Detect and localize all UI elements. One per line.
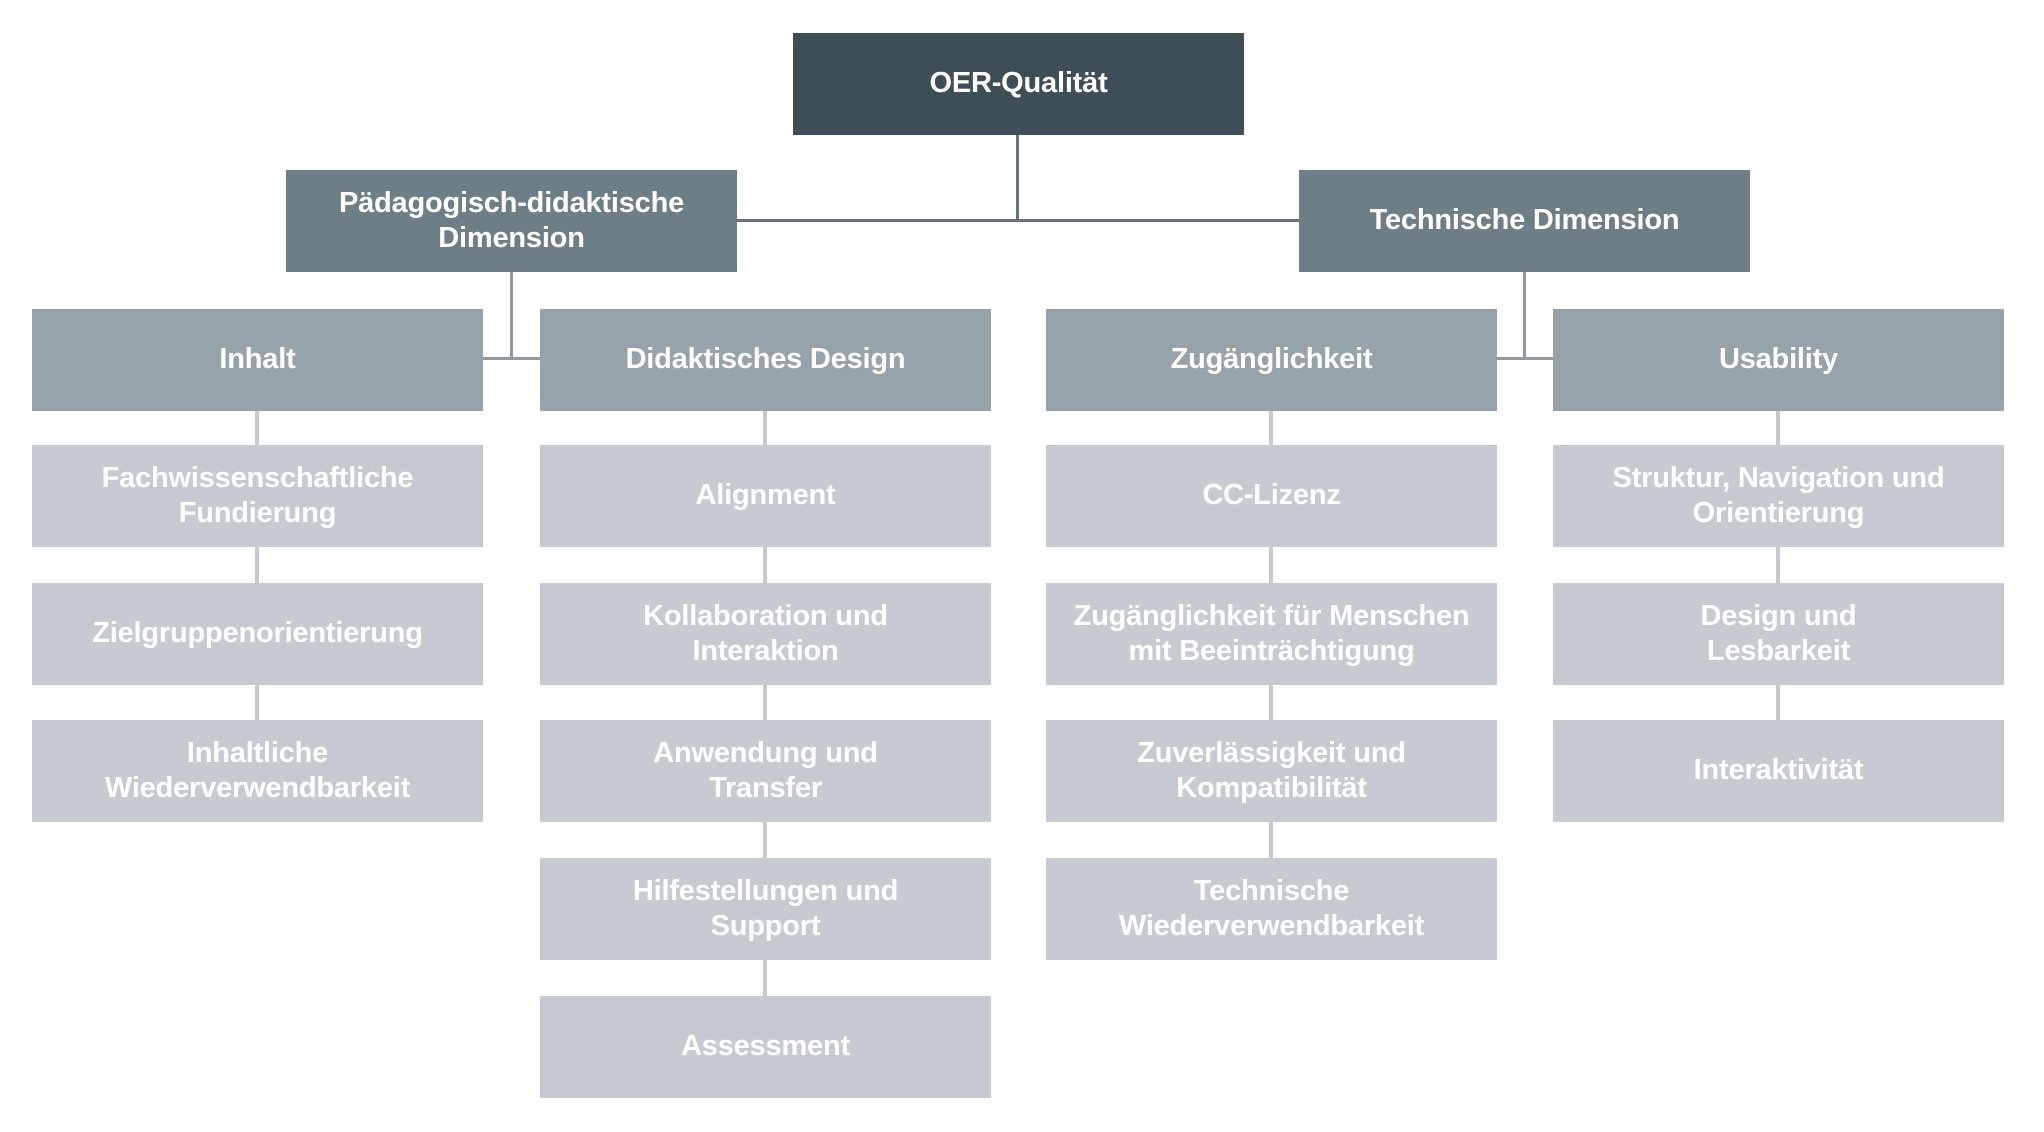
connector-zugaenglichkeit-1	[1269, 411, 1273, 445]
node-zugaenglichkeit: Zugänglichkeit	[1046, 309, 1497, 411]
connector-didaktik-2	[763, 547, 767, 583]
connector-inhalt-1	[255, 411, 259, 445]
connector-inhalt-3	[255, 685, 259, 720]
node-technische-dimension: Technische Dimension	[1299, 170, 1750, 272]
node-interaktivitaet: Interaktivität	[1553, 720, 2004, 822]
node-label: Inhaltliche Wiederverwendbarkeit	[104, 736, 411, 804]
node-label: Interaktivität	[1693, 754, 1864, 787]
connector-usability-3	[1776, 685, 1780, 720]
node-inhalt: Inhalt	[32, 309, 483, 411]
node-anwendung-und-transfer: Anwendung und Transfer	[540, 720, 991, 822]
node-label: Hilfestellungen und Support	[632, 874, 899, 942]
node-zugaenglichkeit-fuer-menschen: Zugänglichkeit für Menschen mit Beeinträ…	[1046, 583, 1497, 685]
node-label: Didaktisches Design	[625, 343, 906, 376]
connector-paedagogisch-stem	[510, 272, 513, 360]
node-label: Alignment	[695, 479, 836, 512]
node-label: CC-Lizenz	[1202, 479, 1341, 512]
connector-root-stem	[1016, 135, 1019, 222]
node-label: Anwendung und Transfer	[653, 736, 878, 804]
node-label: Assessment	[681, 1030, 850, 1063]
node-label: Design und Lesbarkeit	[1700, 599, 1857, 667]
node-kollaboration-und-interaktion: Kollaboration und Interaktion	[540, 583, 991, 685]
node-label: Fachwissenschaftliche Fundierung	[101, 461, 414, 529]
connector-didaktik-3	[763, 685, 767, 720]
node-hilfestellungen-und-support: Hilfestellungen und Support	[540, 858, 991, 960]
connector-technisch-crossbar	[1496, 357, 1553, 360]
node-paedagogisch-didaktische-dimension: Pädagogisch-didaktische Dimension	[286, 170, 737, 272]
connector-didaktik-5	[763, 960, 767, 996]
connector-zugaenglichkeit-4	[1269, 822, 1273, 858]
connector-didaktik-4	[763, 822, 767, 858]
node-label: Usability	[1718, 343, 1839, 376]
node-label: Zielgruppenorientierung	[92, 617, 423, 650]
node-didaktisches-design: Didaktisches Design	[540, 309, 991, 411]
node-struktur-navigation-orientierung: Struktur, Navigation und Orientierung	[1553, 445, 2004, 547]
node-technische-wiederverwendbarkeit: Technische Wiederverwendbarkeit	[1046, 858, 1497, 960]
node-label: Struktur, Navigation und Orientierung	[1612, 461, 1945, 529]
node-label: Zuverlässigkeit und Kompatibilität	[1137, 736, 1406, 804]
node-label: OER-Qualität	[929, 67, 1108, 100]
node-label: Kollaboration und Interaktion	[643, 599, 888, 667]
node-inhaltliche-wiederverwendbarkeit: Inhaltliche Wiederverwendbarkeit	[32, 720, 483, 822]
node-oer-qualitaet: OER-Qualität	[793, 33, 1244, 135]
connector-zugaenglichkeit-3	[1269, 685, 1273, 720]
connector-root-crossbar	[736, 219, 1299, 222]
node-label: Zugänglichkeit für Menschen mit Beeinträ…	[1073, 599, 1470, 667]
node-cc-lizenz: CC-Lizenz	[1046, 445, 1497, 547]
connector-zugaenglichkeit-2	[1269, 547, 1273, 583]
connector-inhalt-2	[255, 547, 259, 583]
connector-usability-2	[1776, 547, 1780, 583]
node-label: Technische Wiederverwendbarkeit	[1118, 874, 1425, 942]
node-usability: Usability	[1553, 309, 2004, 411]
node-label: Zugänglichkeit	[1170, 343, 1373, 376]
connector-didaktik-1	[763, 411, 767, 445]
node-fachwissenschaftliche-fundierung: Fachwissenschaftliche Fundierung	[32, 445, 483, 547]
node-zielgruppenorientierung: Zielgruppenorientierung	[32, 583, 483, 685]
node-assessment: Assessment	[540, 996, 991, 1098]
node-label: Pädagogisch-didaktische Dimension	[338, 186, 685, 254]
node-label: Inhalt	[219, 343, 296, 376]
connector-usability-1	[1776, 411, 1780, 445]
connector-paedagogisch-crossbar	[483, 357, 540, 360]
connector-technisch-stem	[1523, 272, 1526, 360]
node-alignment: Alignment	[540, 445, 991, 547]
node-design-und-lesbarkeit: Design und Lesbarkeit	[1553, 583, 2004, 685]
node-label: Technische Dimension	[1369, 204, 1680, 237]
node-zuverlaessigkeit-und-kompatibilitaet: Zuverlässigkeit und Kompatibilität	[1046, 720, 1497, 822]
